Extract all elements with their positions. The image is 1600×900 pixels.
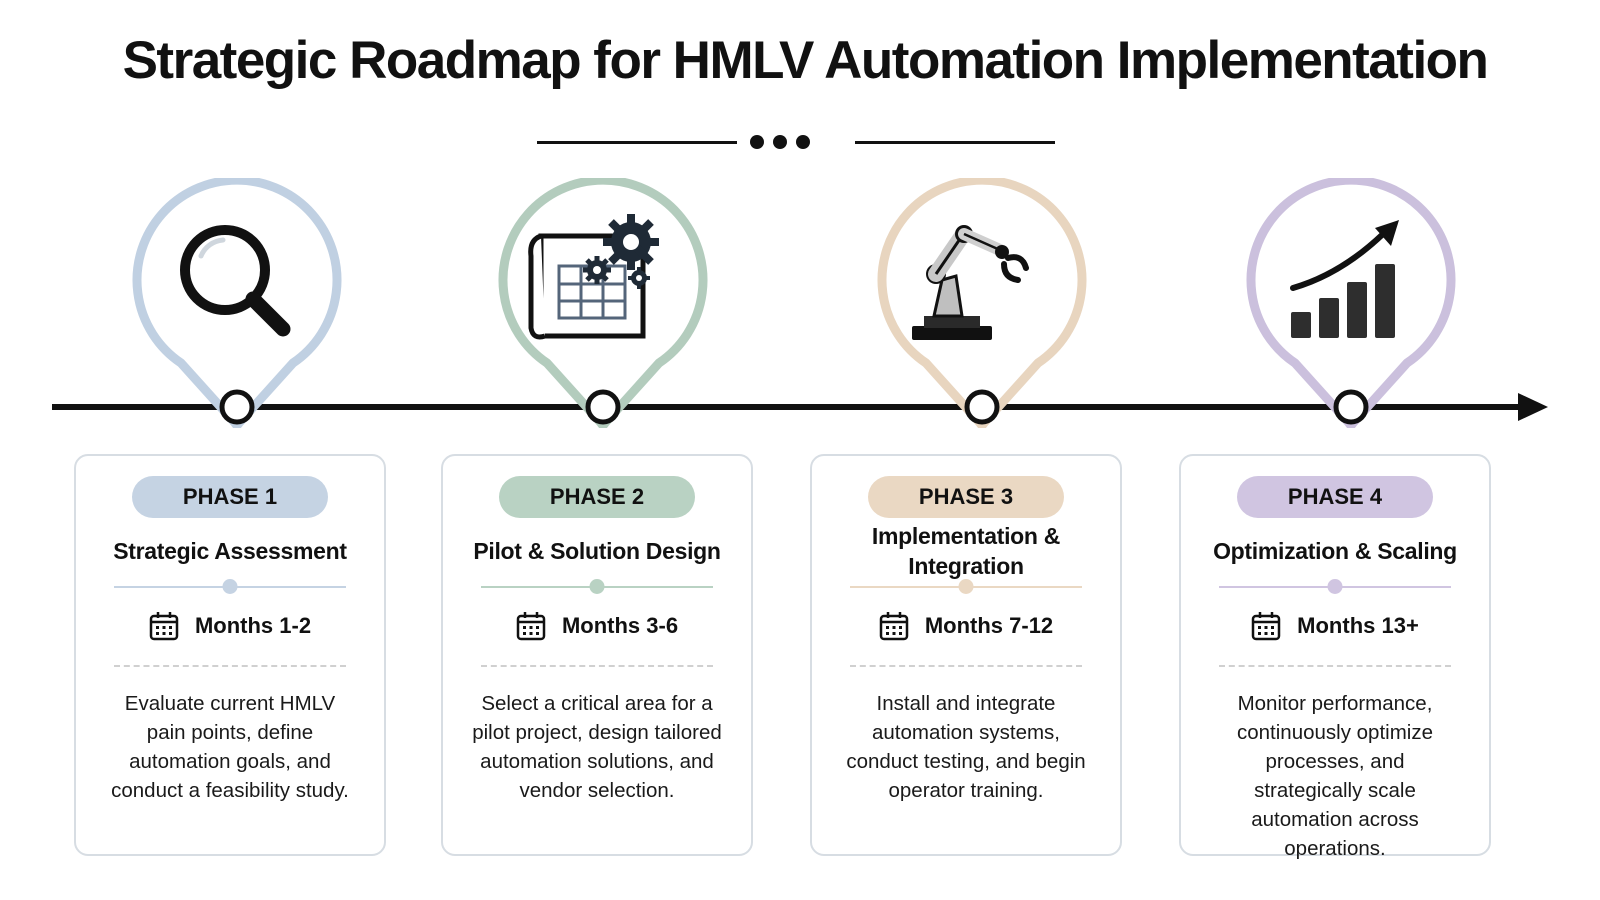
calendar-icon <box>149 612 179 641</box>
phase-card-3: PHASE 3 Implementation & Integration Mon… <box>810 454 1122 856</box>
phase-card-1: PHASE 1 Strategic Assessment Months 1-2 … <box>74 454 386 856</box>
phase-description: Install and integrate automation systems… <box>846 692 1086 802</box>
robotic-arm-icon <box>912 225 1029 340</box>
phase-name: Pilot & Solution Design <box>473 538 721 564</box>
phase-description: Monitor performance, continuously optimi… <box>1237 692 1433 860</box>
phase-duration: Months 7-12 <box>812 608 1120 644</box>
separator-dot <box>958 579 974 594</box>
phase-3-node <box>964 389 1000 425</box>
phase-4-marker <box>1246 178 1456 428</box>
phase-badge: PHASE 4 <box>1237 476 1433 518</box>
dashed-divider <box>481 665 713 667</box>
phase-description: Evaluate current HMLV pain points, defin… <box>111 692 349 802</box>
phase-4-node <box>1333 389 1369 425</box>
phase-name: Optimization & Scaling <box>1213 538 1457 564</box>
months-label: Months 7-12 <box>924 613 1054 638</box>
dashed-divider <box>114 665 346 667</box>
phase-duration: Months 1-2 <box>76 608 384 644</box>
phase-duration: Months 3-6 <box>443 608 751 644</box>
phase-1-node <box>219 389 255 425</box>
months-label: Months 3-6 <box>561 613 679 638</box>
phase-2-node <box>585 389 621 425</box>
growth-chart-icon <box>1290 220 1399 338</box>
divider-line-right <box>855 141 1055 144</box>
blueprint-gears-icon <box>528 214 659 340</box>
page-title: Strategic Roadmap for HMLV Automation Im… <box>122 31 1489 90</box>
phase-description: Select a critical area for a pilot proje… <box>472 692 722 802</box>
phase-2-marker <box>498 178 708 428</box>
phase-1-marker <box>132 178 342 428</box>
dashed-divider <box>850 665 1082 667</box>
phase-name: Strategic Assessment <box>113 538 347 564</box>
separator-dot <box>1327 579 1343 594</box>
divider-line-left <box>537 141 737 144</box>
phase-3-marker <box>877 178 1087 428</box>
title-divider <box>530 130 1070 154</box>
calendar-icon <box>516 612 546 641</box>
phase-name: Implementation & Integration <box>871 523 1061 579</box>
phase-card-2: PHASE 2 Pilot & Solution Design Months 3… <box>441 454 753 856</box>
dashed-divider <box>1219 665 1451 667</box>
timeline-arrowhead <box>1518 393 1548 421</box>
calendar-icon <box>879 612 909 641</box>
phase-badge: PHASE 3 <box>868 476 1064 518</box>
separator-dot <box>589 579 605 594</box>
phase-duration: Months 13+ <box>1181 608 1489 644</box>
divider-dot <box>796 135 810 149</box>
separator-dot <box>222 579 238 594</box>
phase-1-ring <box>132 178 342 428</box>
magnifying-glass-icon <box>180 225 291 337</box>
divider-dot <box>750 135 764 149</box>
months-label: Months 1-2 <box>194 613 312 638</box>
phase-card-4: PHASE 4 Optimization & Scaling Months 13… <box>1179 454 1491 860</box>
phase-3-ring <box>877 178 1087 428</box>
months-label: Months 13+ <box>1297 613 1419 638</box>
divider-dot <box>773 135 787 149</box>
calendar-icon <box>1251 612 1281 641</box>
phase-badge: PHASE 2 <box>499 476 695 518</box>
phase-badge: PHASE 1 <box>132 476 328 518</box>
